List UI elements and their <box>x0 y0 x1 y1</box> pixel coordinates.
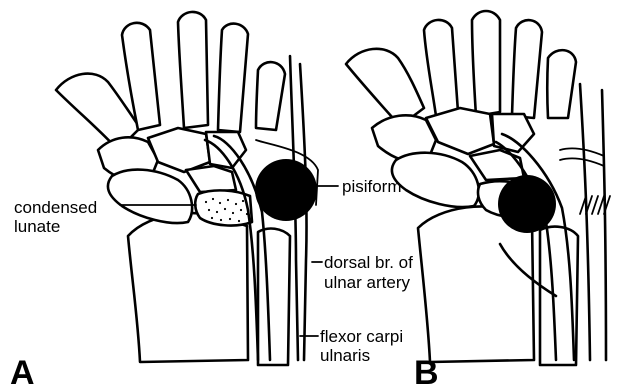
label-flexor-carpi-ulnaris: flexor carpi ulnaris <box>320 327 408 365</box>
panel-a-drawing <box>56 12 318 365</box>
label-dorsal-branch: dorsal br. of ulnar artery <box>324 253 418 292</box>
panel-label-a: A <box>10 354 35 388</box>
pisiform-bone-b <box>498 175 556 233</box>
radius-bone-a <box>128 213 248 362</box>
ulna-bone-a <box>258 229 290 365</box>
carpals-a <box>98 128 252 225</box>
panel-label-b: B <box>414 354 439 388</box>
pisiform-bone-a <box>255 159 317 221</box>
label-condensed-lunate: condensed lunate <box>14 198 102 236</box>
label-pisiform: pisiform <box>342 177 402 196</box>
